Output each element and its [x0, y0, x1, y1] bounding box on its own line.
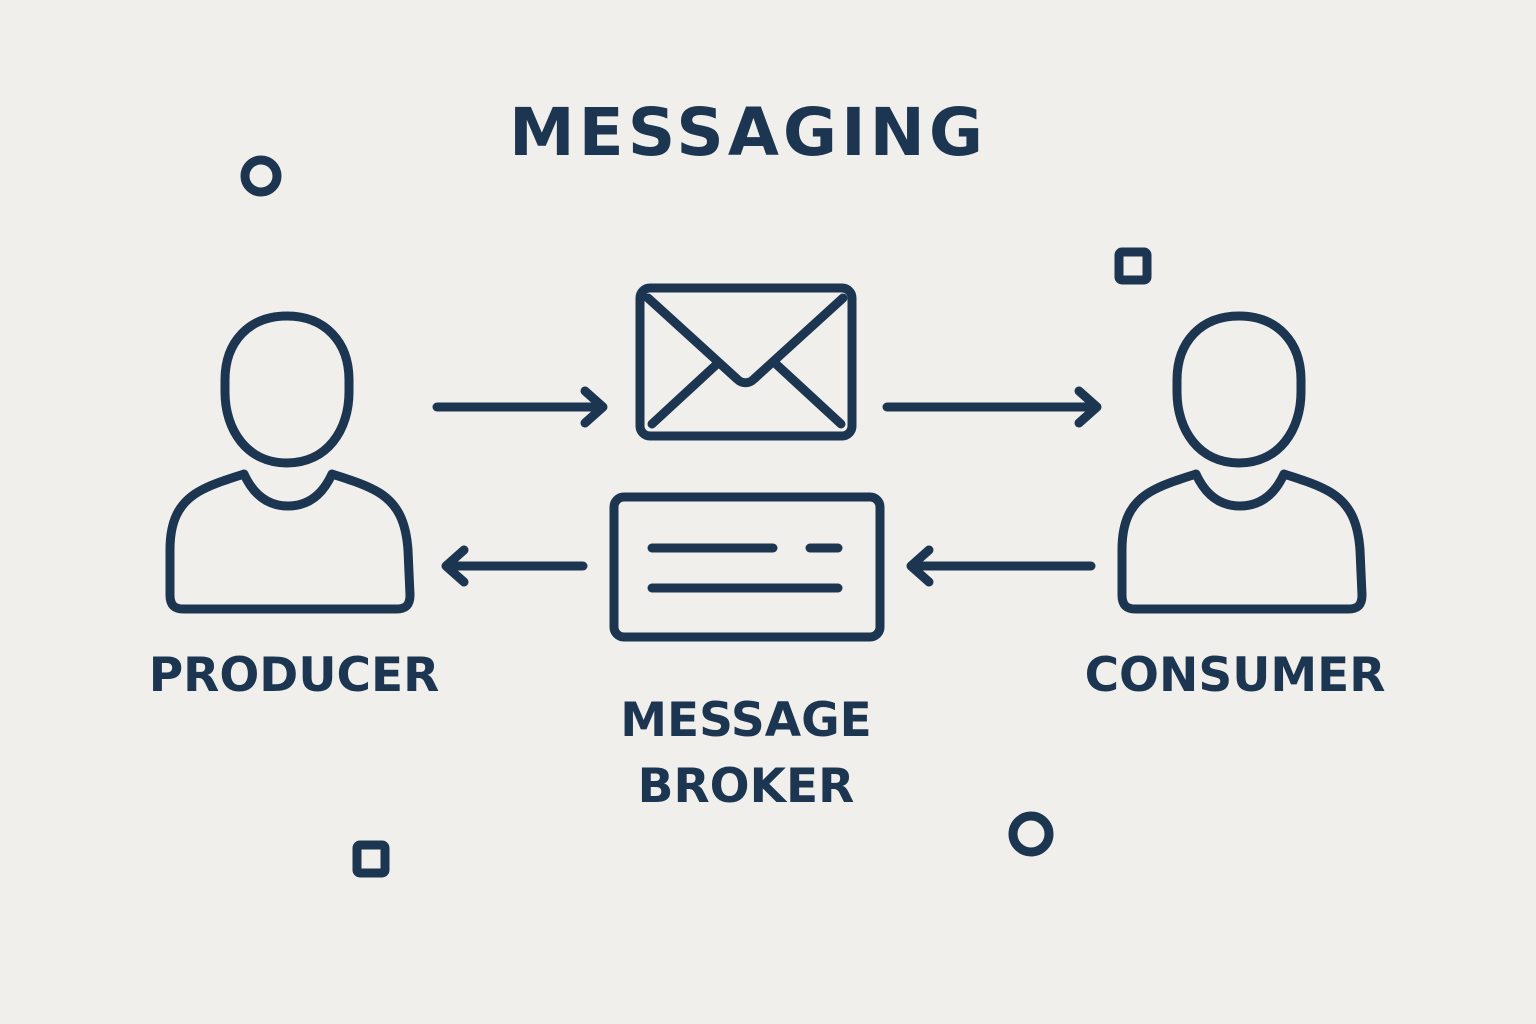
- message-broker-label-line2: BROKER: [637, 759, 855, 814]
- decorative-square-icon: [352, 840, 390, 878]
- consumer-label: CONSUMER: [1084, 648, 1386, 703]
- arrow-broker-to-producer: [441, 545, 588, 587]
- decorative-square-icon: [1114, 247, 1152, 285]
- decorative-circle-icon: [1008, 811, 1054, 857]
- producer-person-icon: [165, 311, 415, 614]
- diagram-title: MESSAGING: [508, 94, 988, 171]
- message-broker-label: MESSAGE BROKER: [560, 688, 932, 820]
- arrow-consumer-to-broker: [906, 545, 1096, 587]
- arrow-message-to-consumer: [882, 386, 1102, 428]
- arrow-producer-to-message: [432, 386, 608, 428]
- envelope-icon: [635, 283, 857, 441]
- message-broker-box-icon: [609, 492, 885, 642]
- message-broker-label-line1: MESSAGE: [620, 693, 872, 748]
- producer-label: PRODUCER: [148, 648, 440, 703]
- decorative-circle-icon: [240, 155, 282, 197]
- consumer-person-icon: [1117, 311, 1367, 614]
